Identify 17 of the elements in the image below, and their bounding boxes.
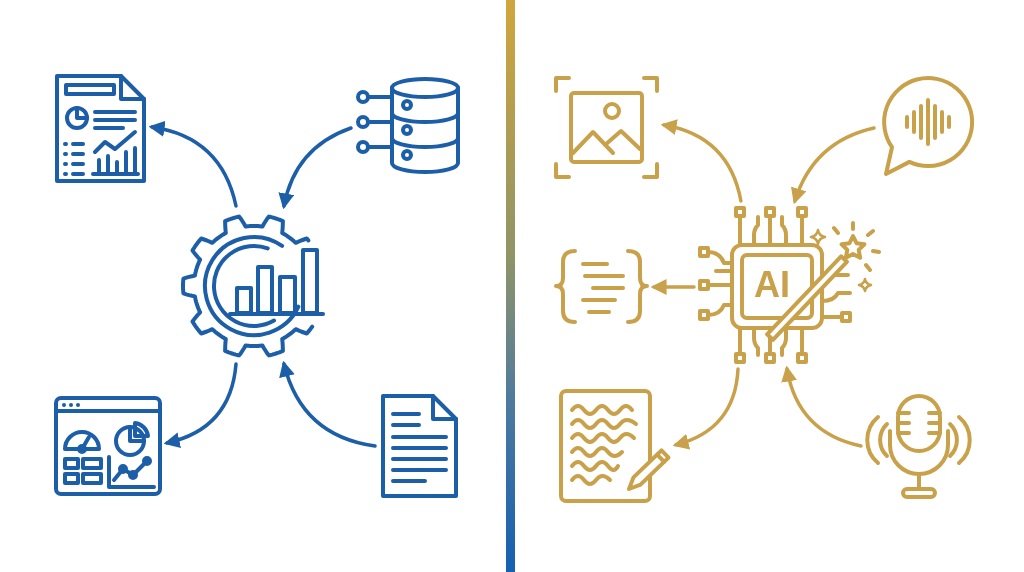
arrow [279,360,377,448]
arrow [660,119,743,203]
dashboard-icon [53,395,163,497]
handwriting-icon [558,388,672,504]
code-braces-icon [553,248,650,325]
microphone-icon [865,393,972,500]
arrow [781,365,863,448]
arrow [163,362,238,448]
arrow [672,367,740,449]
chip-label: AI [754,267,790,303]
report-icon [53,72,148,185]
arrow [650,279,696,295]
document-icon [379,392,460,500]
arrow [791,126,876,205]
arrow [148,121,238,208]
arrow [278,126,353,210]
image-icon [553,75,660,180]
